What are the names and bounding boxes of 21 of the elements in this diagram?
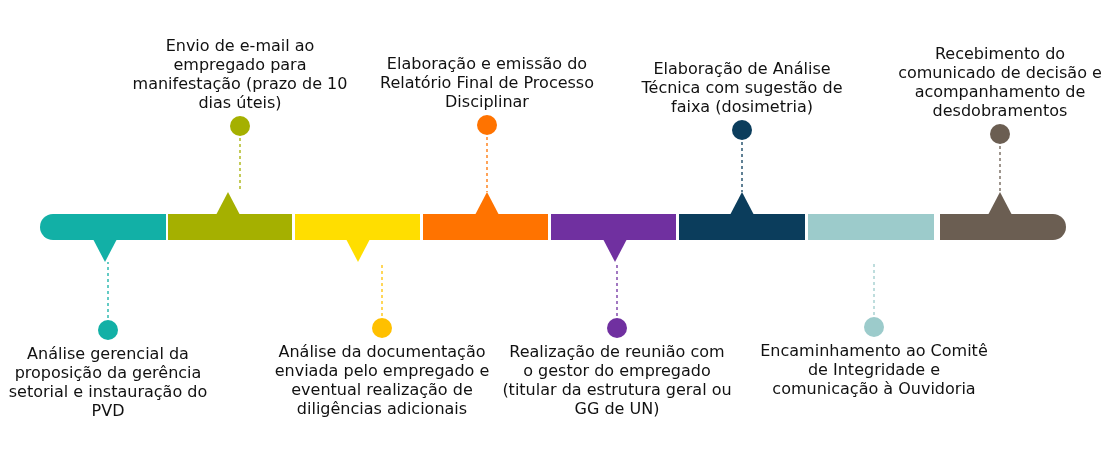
- timeline-segment: [551, 214, 676, 262]
- timeline-segment: [295, 214, 420, 262]
- timeline-segment: [940, 192, 1066, 240]
- leader-line: [732, 120, 752, 193]
- leader-line: [990, 124, 1010, 193]
- timeline-segment: [40, 214, 166, 262]
- leader-line: [98, 261, 118, 340]
- leader-line: [864, 263, 884, 337]
- timeline-segment: [808, 214, 934, 240]
- step-description: Realização de reunião com o gestor do empregado (titular da estrutura geral ou GG de UN): [502, 342, 732, 418]
- step-description: Elaboração e emissão do Relatório Final de Processo Disciplinar: [379, 54, 595, 111]
- leader-line: [477, 115, 497, 193]
- step-description: Análise da documentação enviada pelo empregado e eventual realização de diligências adicionais: [273, 342, 491, 418]
- step-description: Elaboração de Análise Técnica com sugestão de faixa (dosimetria): [640, 59, 844, 116]
- timeline-segment: [168, 192, 292, 240]
- step-description: Análise gerencial da proposição da gerência setorial e instauração do PVD: [7, 344, 209, 420]
- step-description: Recebimento do comunicado de decisão e acompanhamento de desdobramentos: [897, 44, 1103, 120]
- timeline-segment: [423, 192, 548, 240]
- timeline-segment: [679, 192, 805, 240]
- step-description: Encaminhamento ao Comitê de Integridade e comunicação à Ouvidoria: [759, 341, 989, 398]
- step-description: Envio de e-mail ao empregado para manifestação (prazo de 10 dias úteis): [131, 36, 349, 112]
